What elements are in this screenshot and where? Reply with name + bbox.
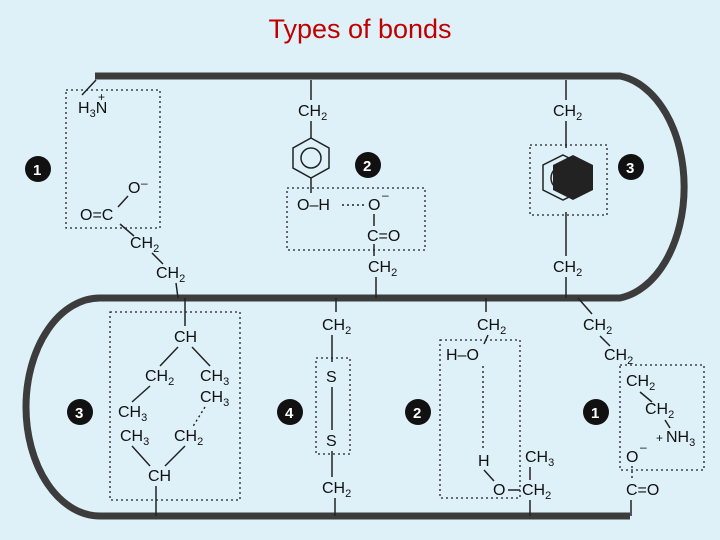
badge-hydrogen-bottom bbox=[405, 399, 431, 425]
minus-charge: – bbox=[382, 188, 389, 202]
bond-line bbox=[164, 445, 186, 467]
badge-ionic-top bbox=[25, 156, 51, 182]
stacked-rings bbox=[542, 154, 593, 201]
ch3-label: CH3 bbox=[525, 449, 554, 469]
hydrogen-label: H bbox=[478, 453, 490, 470]
bond-line bbox=[639, 391, 653, 403]
minus-charge: – bbox=[640, 440, 647, 454]
hydrophobic-box-top bbox=[529, 144, 608, 216]
carboxyl-oc: O=C bbox=[80, 207, 113, 224]
ch2-label: CH2 bbox=[583, 317, 612, 337]
bond-line bbox=[81, 79, 97, 96]
badge-2-label: 2 bbox=[363, 158, 371, 175]
ch2-label: CH2 bbox=[322, 480, 351, 500]
bond-line bbox=[175, 282, 179, 299]
ch2-label: CH2 bbox=[368, 259, 397, 279]
ch2-label: CH2 bbox=[156, 265, 185, 285]
bond-line bbox=[117, 195, 129, 208]
badge-hydrophobic-bottom bbox=[67, 399, 93, 425]
protein-backbone bbox=[22, 72, 688, 520]
carboxyl-co: C=O bbox=[367, 228, 400, 245]
ch2-label: CH2 bbox=[604, 347, 633, 367]
ch-label: CH bbox=[148, 468, 171, 485]
plus-charge: + bbox=[656, 431, 663, 445]
sulfur-label: S bbox=[326, 433, 337, 450]
badge-ionic-bottom bbox=[583, 399, 609, 425]
badge-3-label: 3 bbox=[626, 160, 634, 177]
badge-1-label: 1 bbox=[591, 405, 599, 422]
ch2-label: CH2 bbox=[522, 482, 551, 502]
hydrophobic-interaction bbox=[191, 406, 206, 429]
bond-line bbox=[577, 297, 593, 315]
bond-line bbox=[151, 252, 164, 265]
ch2-label: CH2 bbox=[130, 235, 159, 255]
minus-charge: – bbox=[141, 176, 148, 190]
ch2-label: CH2 bbox=[298, 103, 327, 123]
ch2-label: CH2 bbox=[145, 368, 174, 388]
bond-line bbox=[483, 469, 495, 482]
ch-label: CH bbox=[174, 329, 197, 346]
sulfur-label: S bbox=[326, 369, 337, 386]
phenyl-ring bbox=[292, 137, 330, 179]
ionic-bond-box-bottom bbox=[619, 364, 705, 471]
ch3-label: CH3 bbox=[120, 428, 149, 448]
badge-4-label: 4 bbox=[285, 405, 294, 422]
badge-1-label: 1 bbox=[33, 162, 41, 179]
ch2-label: CH2 bbox=[174, 428, 203, 448]
ch3-label: CH3 bbox=[200, 368, 229, 388]
slide-title: Types of bonds bbox=[268, 14, 452, 44]
badge-hydrophobic-top bbox=[618, 154, 644, 180]
ch2-label: CH2 bbox=[322, 317, 351, 337]
o-h-group: O–H bbox=[297, 197, 330, 214]
ch2-label: CH2 bbox=[645, 401, 674, 421]
ch2-label: CH2 bbox=[553, 259, 582, 279]
plus-charge: + bbox=[98, 90, 105, 104]
o-minus-label: O bbox=[626, 449, 638, 466]
bond-line bbox=[159, 346, 179, 367]
h-o-group: H–O bbox=[446, 347, 479, 364]
oxygen-label: O bbox=[493, 482, 505, 499]
o-minus-label: O bbox=[368, 197, 380, 214]
ch2-label: CH2 bbox=[553, 103, 582, 123]
badge-2-label: 2 bbox=[413, 405, 421, 422]
bond-line bbox=[131, 445, 151, 467]
bond-line bbox=[664, 419, 671, 429]
hydrophobic-box-bottom bbox=[109, 311, 241, 501]
bond-line bbox=[191, 346, 211, 367]
bond-line bbox=[599, 335, 611, 347]
carboxyl-co: C=O bbox=[626, 482, 659, 499]
disulfide-box bbox=[315, 357, 351, 455]
bond-line bbox=[131, 385, 151, 403]
ch3-label: CH3 bbox=[200, 389, 229, 409]
badge-disulfide bbox=[277, 399, 303, 425]
ionic-bond-box-top bbox=[65, 89, 161, 229]
badge-3-label: 3 bbox=[75, 405, 83, 422]
bond-line bbox=[119, 223, 135, 237]
nh3-group: NH3 bbox=[666, 429, 695, 449]
ch2-label: CH2 bbox=[626, 373, 655, 393]
o-minus-label: O bbox=[128, 180, 140, 197]
h3n-group: H3N bbox=[78, 100, 107, 120]
ch3-label: CH3 bbox=[118, 404, 147, 424]
hydrogen-bond-box-bottom bbox=[439, 339, 521, 499]
badge-hydrogen-top bbox=[355, 152, 381, 178]
ch2-label: CH2 bbox=[477, 317, 506, 337]
